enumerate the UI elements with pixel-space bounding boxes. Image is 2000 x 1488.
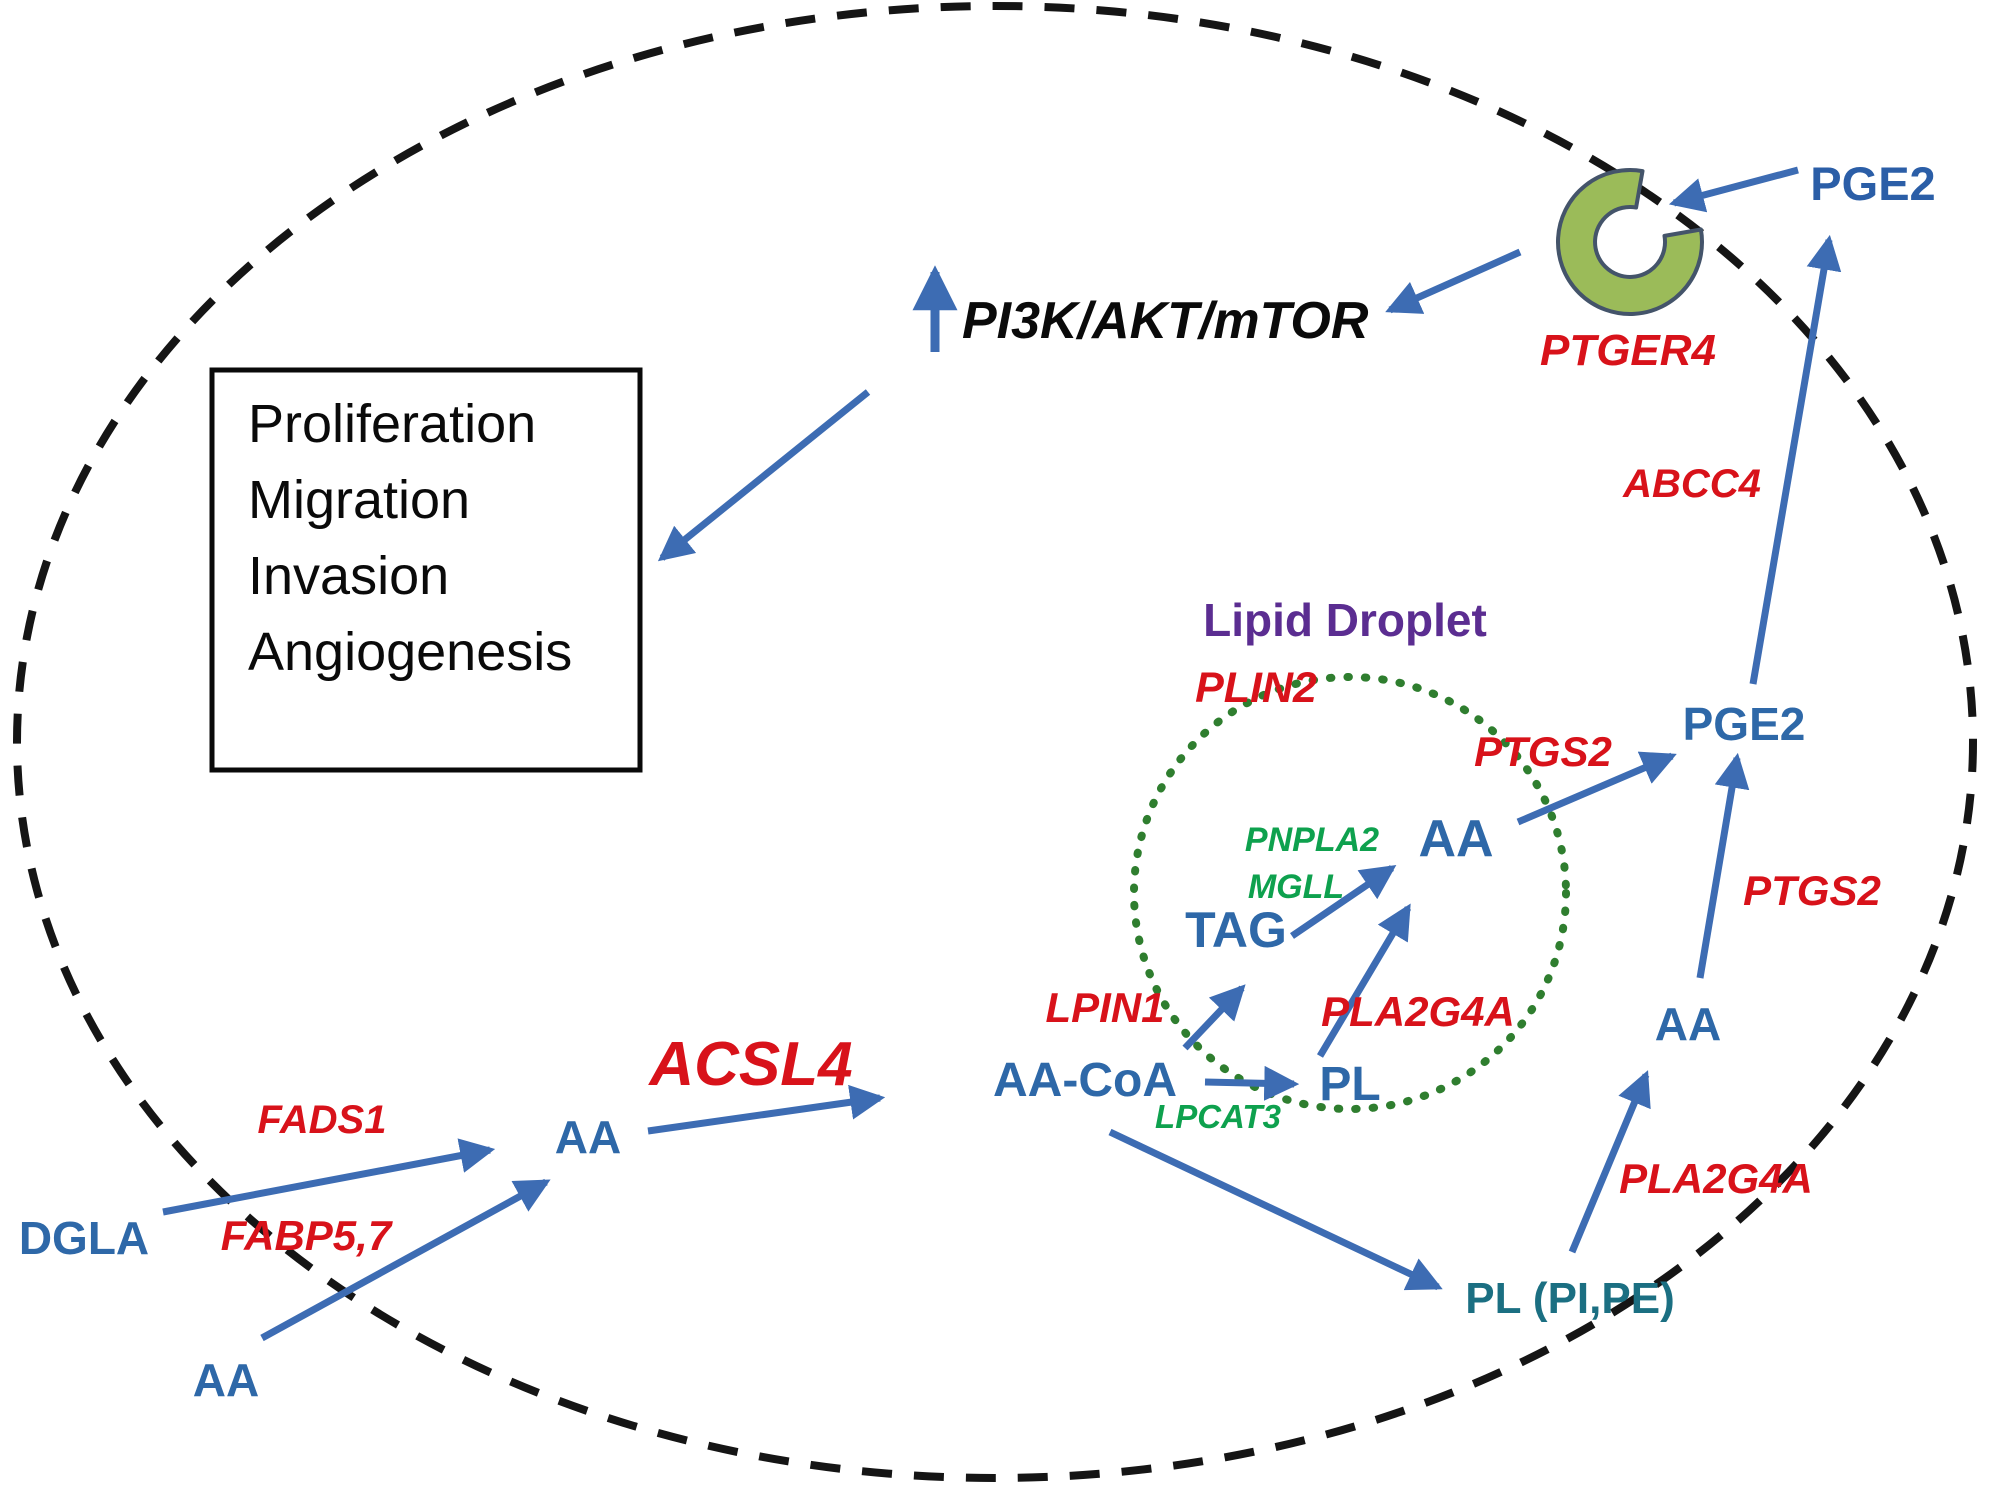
- label-dgla: DGLA: [19, 1212, 149, 1264]
- label-acsl4: ACSL4: [647, 1030, 852, 1099]
- label-pl-droplet: PL: [1319, 1058, 1380, 1111]
- arrow-pl-to-aa-pla2g4a: [1316, 903, 1412, 1058]
- arrow-aacoa-to-pl-lpcat3: [1204, 1065, 1300, 1101]
- arrow-aa-to-pge2-ptgs2-right: [1696, 752, 1750, 979]
- arrow-aa-to-aacoa-acsl4: [647, 1084, 886, 1135]
- label-ptgs2-right: PTGS2: [1743, 867, 1881, 914]
- label-migration: Migration: [248, 470, 470, 530]
- label-aa-droplet: AA: [1418, 810, 1493, 868]
- arrow-aacoa-to-tag-lpin1: [1182, 984, 1246, 1051]
- lipid-droplet-circle: [1130, 673, 1570, 1113]
- label-angiogenesis: Angiogenesis: [248, 622, 572, 682]
- arrow-ptger4-to-pi3k: [1385, 248, 1522, 314]
- label-ptger4: PTGER4: [1540, 326, 1716, 375]
- label-abcc4: ABCC4: [1622, 462, 1761, 506]
- phenotype-box-text: Proliferation Migration Invasion Angioge…: [248, 394, 572, 682]
- arrow-aacoa-to-membrane-pl: [1108, 1128, 1443, 1291]
- label-ptgs2-droplet: PTGS2: [1474, 728, 1612, 775]
- label-pla2g4a-right: PLA2G4A: [1619, 1155, 1813, 1202]
- label-pla2g4a-droplet: PLA2G4A: [1321, 988, 1515, 1035]
- label-pge2-inside: PGE2: [1683, 698, 1806, 750]
- arrows: [162, 166, 1842, 1342]
- arrow-pi3k-to-phenotypes: [657, 389, 871, 562]
- label-lpin1: LPIN1: [1045, 984, 1164, 1031]
- label-tag: TAG: [1185, 902, 1287, 958]
- cell-membrane-ellipse: [13, 2, 1977, 1482]
- label-mgll: MGLL: [1248, 868, 1344, 906]
- label-lipid-droplet-title: Lipid Droplet: [1203, 594, 1487, 646]
- arrow-tag-to-aa-lipolysis: [1290, 865, 1397, 939]
- ptger4-receptor-icon: [1555, 168, 1704, 317]
- arrow-membrane-pl-to-aa: [1568, 1070, 1651, 1254]
- phenotype-box: [209, 367, 643, 773]
- arrow-aa-import-fabp: [260, 1178, 551, 1342]
- label-aa-right: AA: [1655, 998, 1721, 1050]
- label-invasion: Invasion: [248, 546, 449, 606]
- label-aa-coa: AA-CoA: [993, 1054, 1177, 1107]
- arrow-pge2-export-abcc4: [1749, 234, 1842, 685]
- label-aa-mid: AA: [555, 1111, 621, 1163]
- label-plin2: PLIN2: [1195, 664, 1317, 712]
- label-aa-bottom: AA: [193, 1354, 259, 1406]
- label-pnpla2: PNPLA2: [1245, 821, 1379, 859]
- label-pi3k-akt-mtor: PI3K/AKT/mTOR: [962, 292, 1369, 350]
- label-lpcat3: LPCAT3: [1155, 1098, 1281, 1135]
- arrow-pge2-to-ptger4: [1668, 166, 1799, 213]
- label-proliferation: Proliferation: [248, 394, 536, 454]
- label-fads1: FADS1: [258, 1098, 387, 1142]
- label-pl-membrane: PL (PI,PE): [1465, 1274, 1674, 1323]
- label-pge2-outside: PGE2: [1810, 157, 1935, 210]
- label-fabp57: FABP5,7: [221, 1212, 393, 1259]
- arrow-aa-to-pge2-ptgs2-droplet: [1516, 751, 1677, 826]
- arrow-dgla-to-aa: [162, 1138, 496, 1216]
